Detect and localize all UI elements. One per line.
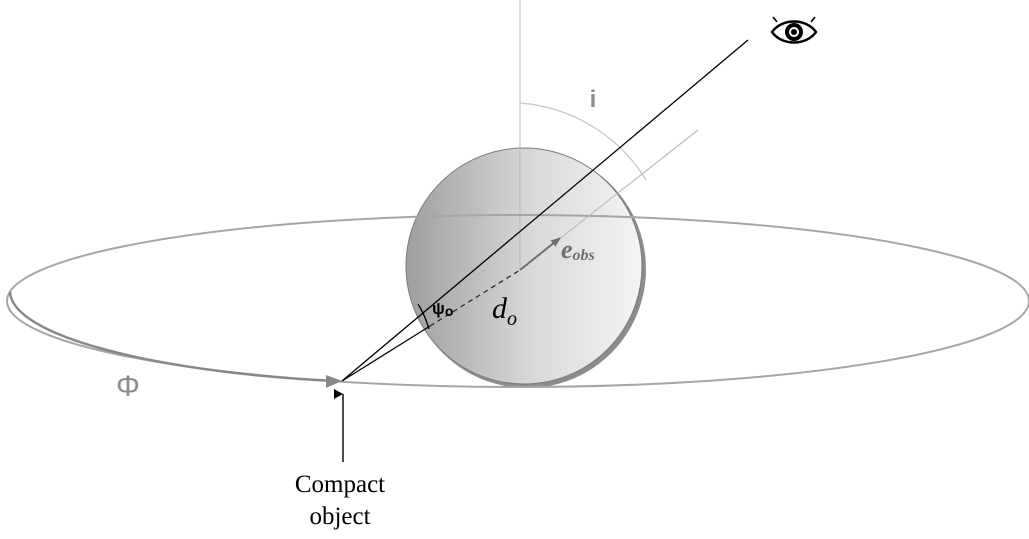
inclination-arc [519, 102, 647, 181]
distance-label: do [492, 292, 517, 330]
phase-label: Φ [116, 370, 140, 403]
compact-object-label-line2: object [309, 503, 370, 530]
phase-arrowhead [326, 375, 342, 388]
orbit-ellipse [6, 214, 1029, 388]
e-obs-arrow [519, 237, 561, 271]
eye-icon [770, 16, 818, 44]
orbit-motion-stroke [8, 291, 337, 383]
compact-to-sphere-line [341, 325, 431, 382]
compact-object-label-line1: Compact [295, 471, 385, 498]
inclination-label: i [590, 86, 597, 113]
psi-label: ψo [432, 299, 453, 319]
line-of-sight [341, 39, 749, 382]
e-obs-label: eobs [561, 235, 595, 264]
psi-angle-arc [417, 303, 430, 330]
